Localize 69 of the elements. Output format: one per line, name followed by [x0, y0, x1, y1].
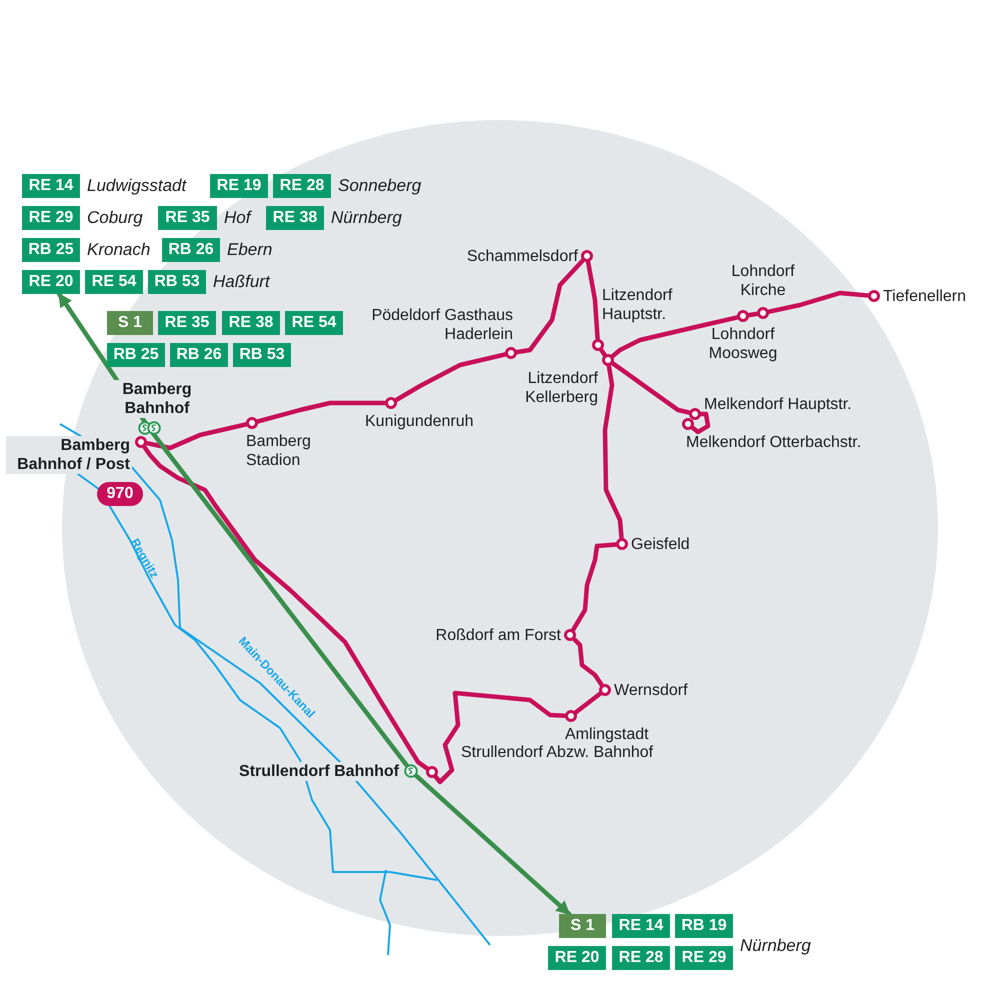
line-badge: RE 38	[266, 206, 324, 230]
line-badge: RB 26	[162, 238, 220, 262]
bus-route-line	[574, 691, 602, 715]
stop-name: Lohndorf Moosweg	[708, 325, 778, 363]
line-badge: RE 54	[85, 270, 143, 294]
line-badge: RE 28	[612, 946, 670, 970]
destination-name: Ludwigsstadt	[87, 176, 186, 196]
line-badge: RE 29	[22, 206, 80, 230]
line-badge: RB 25	[107, 343, 165, 367]
stop-name: Schammelsdorf	[466, 246, 578, 266]
line-badge: S 1	[559, 914, 606, 938]
bus-route-line	[586, 260, 600, 342]
stop-name: Roßdorf am Forst	[436, 626, 561, 644]
bus-route-line	[766, 290, 870, 314]
station-name: Strullendorf Bahnhof	[237, 762, 401, 780]
line-badge: RE 54	[285, 311, 343, 335]
stop-name: Bamberg Bahnhof / Post	[6, 436, 132, 474]
stop-name: Tiefenellern	[883, 286, 966, 306]
destination-name: Haßfurt	[213, 272, 270, 292]
bus-route-line	[144, 422, 248, 450]
line-badge: RE 14	[612, 914, 670, 938]
destination-name: Nürnberg	[331, 208, 402, 228]
stop-name: Wernsdorf	[614, 680, 688, 700]
stop-name: Strullendorf Abzw. Bahnhof	[461, 742, 654, 762]
stop-name: Melkendorf Hauptstr.	[704, 394, 852, 414]
line-badge: RE 29	[675, 946, 733, 970]
bus-route-line	[746, 312, 760, 318]
line-badge: RE 35	[158, 311, 216, 335]
bus-route-line	[256, 400, 388, 424]
bus-route-line	[433, 690, 568, 784]
line-badge: RE 14	[22, 174, 80, 198]
destination-name: Hof	[224, 208, 250, 228]
bus-route-line	[572, 636, 604, 688]
bus-route-line	[394, 352, 508, 402]
line-badge: RE 20	[548, 946, 606, 970]
bus-route-line	[610, 315, 740, 358]
line-badge: RE 35	[158, 206, 217, 230]
bus-route-line	[602, 364, 624, 540]
bus-route-line	[514, 258, 586, 354]
bus-route-line	[690, 412, 710, 434]
stop-name: Lohndorf Kirche	[730, 262, 796, 300]
route-number-badge: 970	[97, 482, 143, 506]
destination-name: Kronach	[87, 240, 150, 260]
line-badge: RB 53	[233, 343, 291, 367]
destination-name: Nürnberg	[740, 936, 811, 956]
bus-route-line	[610, 361, 692, 415]
line-badge: RB 53	[148, 270, 206, 294]
stop-name: Bamberg Stadion	[246, 432, 312, 470]
rail-line	[414, 773, 572, 916]
line-badge: S 1	[107, 311, 153, 335]
stop-name: Pödeldorf Gasthaus Haderlein	[370, 306, 513, 344]
line-badge: RB 26	[170, 343, 228, 367]
destination-name: Ebern	[227, 240, 272, 260]
stop-name: Geisfeld	[631, 534, 690, 554]
stop-name: Kunigundenruh	[365, 412, 474, 431]
line-badge: RE 20	[22, 270, 80, 294]
destination-name: Sonneberg	[338, 176, 422, 196]
line-badge: RB 25	[22, 238, 80, 262]
line-badge: RB 19	[675, 914, 733, 938]
bus-route-line	[570, 542, 618, 632]
stop-name: Melkendorf Otterbachstr.	[686, 433, 862, 452]
stop-name: Litzendorf Kellerberg	[524, 369, 598, 407]
stop-name: Amlingstadt	[565, 725, 649, 744]
line-badge: RE 19	[210, 174, 268, 198]
bus-route-line	[599, 348, 607, 358]
destination-name: Coburg	[87, 208, 143, 228]
line-badge: RE 38	[222, 311, 280, 335]
line-badge: RE 28	[273, 174, 331, 198]
stop-name: Litzendorf Hauptstr.	[602, 286, 674, 324]
